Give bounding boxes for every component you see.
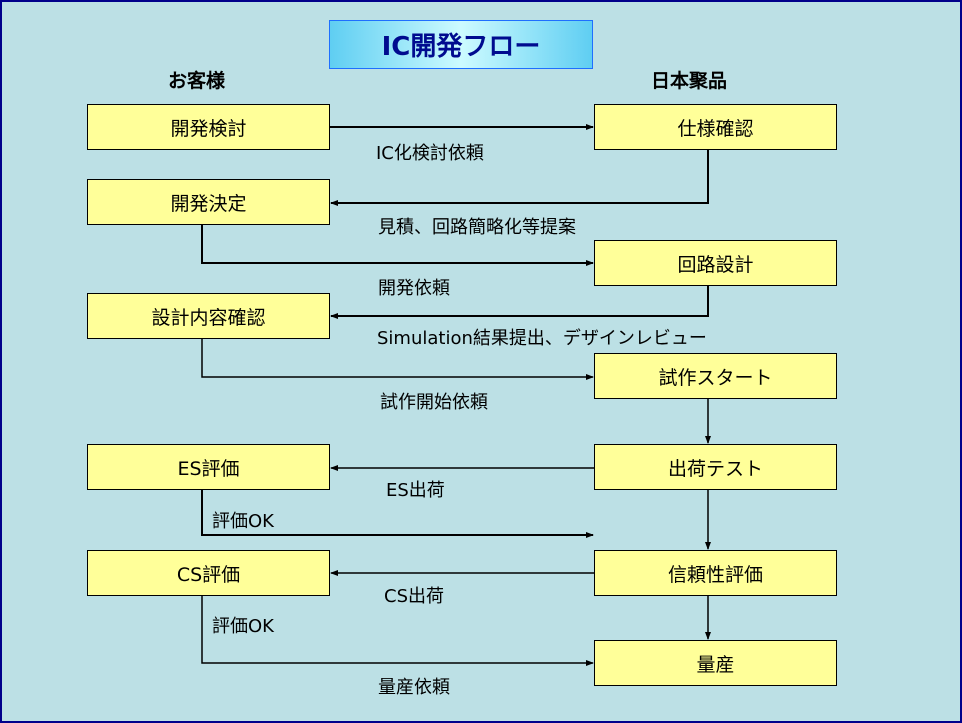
arrow-proto-request [201,339,594,380]
label-dev-request: 開発依頼 [378,278,450,299]
arrow-dev-request [201,225,594,266]
arrow-estimate [330,150,709,206]
step-es-evaluation: ES評価 [87,444,330,490]
label-estimate: 見積、回路簡略化等提案 [378,217,576,238]
label-es-ship: ES出荷 [386,480,445,501]
label-ic-request: IC化検討依頼 [376,143,484,164]
company-column-header: 日本聚品 [651,70,728,92]
step-dev-decision: 開発決定 [87,179,330,225]
step-mass-production: 量産 [594,640,837,686]
arrow-es-ok [201,490,594,538]
step-design-review: 設計内容確認 [87,293,330,339]
label-proto-request: 試作開始依頼 [380,392,488,413]
diagram-title: IC開発フロー [329,20,593,69]
label-mass-request: 量産依頼 [378,677,450,698]
label-es-ok: 評価OK [212,511,274,532]
step-circuit-design: 回路設計 [594,240,837,286]
arrow-simulation [330,286,709,319]
step-dev-consideration: 開発検討 [87,104,330,150]
label-cs-ok: 評価OK [212,616,274,637]
step-cs-evaluation: CS評価 [87,550,330,596]
step-reliability-evaluation: 信頼性評価 [594,550,837,596]
label-simulation: Simulation結果提出、デザインレビュー [377,328,707,349]
step-spec-confirmation: 仕様確認 [594,104,837,150]
customer-column-header: お客様 [168,70,226,92]
arrow-mass-request [201,596,594,666]
step-prototype-start: 試作スタート [594,353,837,399]
step-shipping-test: 出荷テスト [594,444,837,490]
label-cs-ship: CS出荷 [384,586,444,607]
